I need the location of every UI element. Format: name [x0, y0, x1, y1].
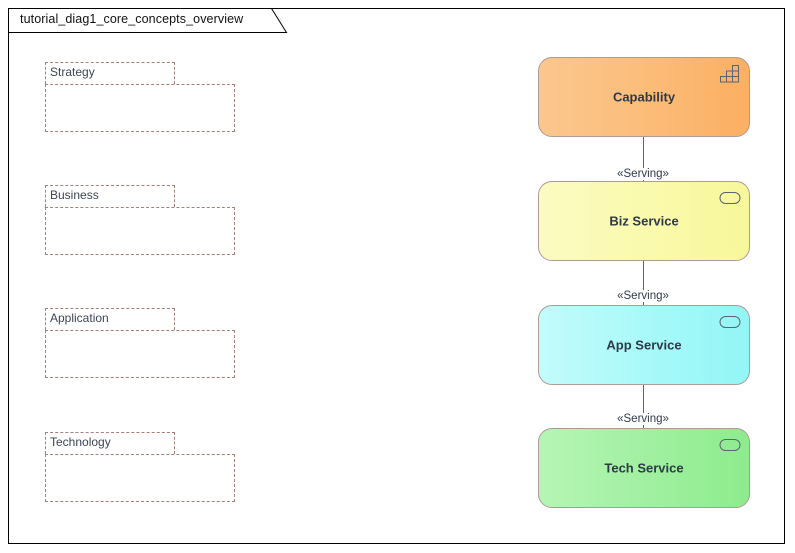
connector-bizservice-appservice[interactable] [643, 260, 644, 306]
service-icon [719, 316, 741, 328]
tab-shape-icon [8, 8, 288, 33]
group-header [45, 308, 175, 330]
group-body[interactable] [45, 454, 235, 502]
element-tech-service[interactable]: Tech Service [538, 428, 750, 508]
element-label: Biz Service [609, 213, 679, 229]
relationship-label-serving-1: «Serving» [614, 168, 672, 180]
group-body[interactable] [45, 330, 235, 378]
service-icon [719, 439, 741, 451]
relationship-label-serving-2: «Serving» [614, 290, 672, 302]
element-label: Tech Service [604, 460, 684, 476]
diagram-tab-label: tutorial_diag1_core_concepts_overview [20, 12, 244, 26]
element-label: App Service [606, 337, 682, 353]
relationship-label-serving-3: «Serving» [614, 413, 672, 425]
group-label: Application [50, 311, 109, 325]
group-label: Business [50, 188, 99, 202]
group-label: Technology [50, 435, 111, 449]
group-label: Strategy [50, 65, 95, 79]
service-icon [719, 192, 741, 204]
element-capability[interactable]: Capability [538, 57, 750, 137]
group-body[interactable] [45, 84, 235, 132]
element-label: Capability [612, 89, 676, 105]
group-header [45, 62, 175, 84]
element-app-service[interactable]: App Service [538, 305, 750, 385]
group-header [45, 432, 175, 454]
element-biz-service[interactable]: Biz Service [538, 181, 750, 261]
group-body[interactable] [45, 207, 235, 255]
group-header [45, 185, 175, 207]
capability-icon [720, 65, 739, 83]
connector-capability-bizservice[interactable] [643, 137, 644, 183]
connector-appservice-techservice[interactable] [643, 383, 644, 429]
